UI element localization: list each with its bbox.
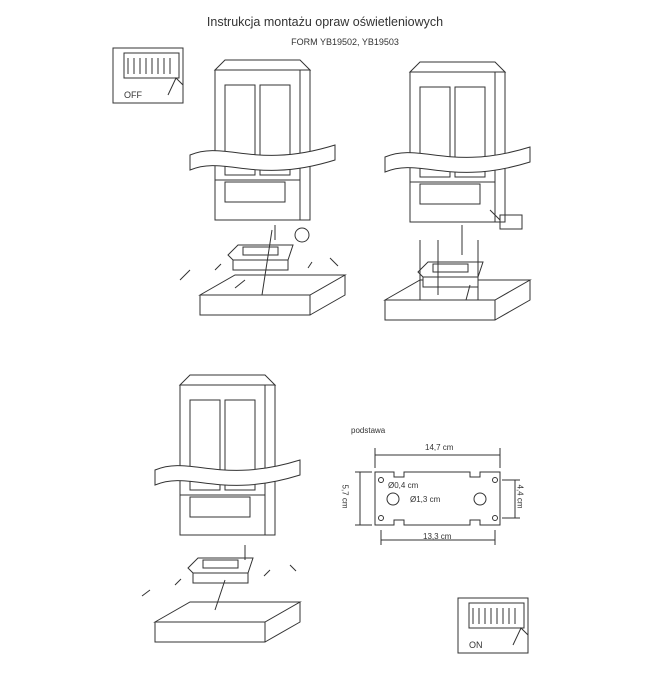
dim-height-total: 5,7 cm bbox=[340, 484, 350, 509]
base-label: podstawa bbox=[351, 426, 386, 435]
dim-large-hole: Ø1,3 cm bbox=[410, 495, 441, 504]
dim-small-hole: Ø0,4 cm bbox=[388, 481, 419, 490]
off-label: OFF bbox=[124, 90, 142, 100]
on-switch-panel bbox=[457, 597, 529, 654]
dim-height-holes: 4,4 cm bbox=[515, 484, 525, 509]
step1-lamp-drawing bbox=[179, 59, 346, 316]
step3-lamp-drawing bbox=[141, 374, 301, 643]
step2-lamp-drawing bbox=[384, 61, 531, 321]
dim-width-total: 14,7 cm bbox=[425, 443, 454, 452]
page-subtitle: FORM YB19502, YB19503 bbox=[291, 37, 399, 47]
off-switch-panel bbox=[112, 47, 184, 104]
dim-width-holes: 13,3 cm bbox=[423, 532, 452, 541]
page-title: Instrukcja montażu opraw oświetleniowych bbox=[206, 15, 444, 29]
on-label: ON bbox=[469, 640, 483, 650]
base-plate-diagram bbox=[355, 448, 520, 545]
